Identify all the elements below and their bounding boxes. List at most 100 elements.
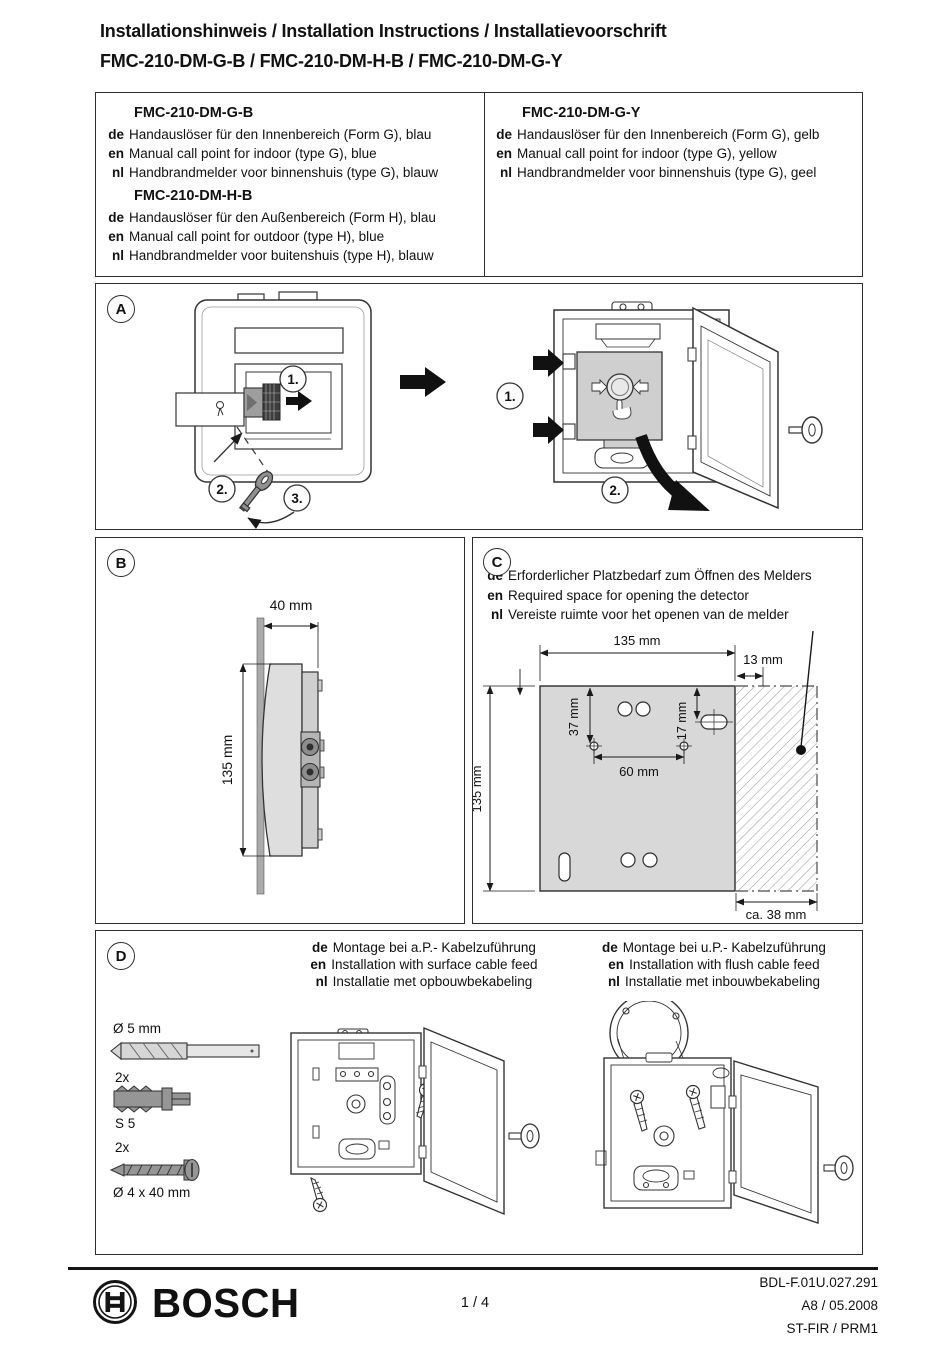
- housing-back-box: [603, 1057, 732, 1209]
- bosch-logo-icon: [93, 1280, 137, 1324]
- required-space-area: [736, 686, 817, 891]
- section-a: A: [95, 283, 863, 530]
- call-point-open-view: 1. 2.: [496, 301, 823, 511]
- cable-entry-hole: [620, 852, 636, 868]
- section-b-label: B: [107, 549, 135, 577]
- side-view: [256, 617, 325, 895]
- latch-tab: [562, 353, 576, 370]
- plug-quantity-label: 2x: [115, 1070, 130, 1085]
- step-circle: [283, 484, 311, 512]
- step-circle: [496, 382, 524, 410]
- drill-bit-icon: [110, 1041, 260, 1061]
- release-key-icon: [238, 471, 274, 513]
- product-description: Manual call point for indoor (type G), y…: [517, 146, 777, 161]
- dim-height: 135 mm: [219, 735, 235, 786]
- plug-type-label: S 5: [115, 1116, 135, 1131]
- leader-dot: [796, 745, 806, 755]
- screw-icon: [109, 1159, 200, 1181]
- language-tag: nl: [500, 165, 512, 180]
- dim-door-swing: ca. 38 mm: [746, 907, 807, 922]
- push-direction-arrow: [286, 391, 312, 411]
- section-d-label: D: [107, 942, 135, 970]
- doc-org: ST-FIR / PRM1: [786, 1321, 878, 1336]
- product-description: Handbrandmelder voor binnenshuis (type G…: [129, 165, 439, 180]
- release-key-icon: [508, 1123, 540, 1149]
- section-b: B: [95, 537, 465, 924]
- hinge: [687, 347, 697, 362]
- footer-divider: [68, 1267, 878, 1270]
- language-tag: en: [108, 146, 124, 161]
- terminal-strip: [335, 1067, 379, 1082]
- step-circle: [208, 475, 236, 503]
- step-label: 2.: [609, 483, 620, 498]
- hinge: [728, 1095, 737, 1109]
- product-description: Manual call point for indoor (type G), b…: [129, 146, 377, 161]
- required-space-border: [736, 685, 818, 892]
- step-label: 2.: [216, 482, 227, 497]
- table-divider: [484, 93, 485, 276]
- key-tab: [175, 392, 245, 427]
- brand-wordmark: BOSCH: [152, 1280, 300, 1326]
- language-tag: nl: [315, 974, 328, 989]
- product-description: Handauslöser für den Innenbereich (Form …: [517, 127, 820, 142]
- hinge: [418, 1145, 427, 1159]
- product-model: FMC-210-DM-G-B: [134, 105, 254, 121]
- product-description: Handauslöser für den Außenbereich (Form …: [129, 210, 436, 225]
- door-panel: [423, 1026, 505, 1216]
- section-c-diagram: 135 mm 13 mm 37 mm 17 mm 60 mm 135 mm ca…: [473, 631, 818, 922]
- connector-plate: [379, 1075, 396, 1125]
- latch: [710, 1085, 726, 1109]
- call-point-front-view: 1. 2. 3.: [175, 291, 372, 529]
- step-label: 3.: [291, 491, 302, 506]
- language-tag: nl: [491, 607, 503, 622]
- latch-press-arrow: [533, 416, 564, 444]
- latch-press-arrow: [533, 349, 564, 377]
- section-c-description: deErforderlicher Platzbedarf zum Öffnen …: [483, 566, 812, 625]
- product-row: en Manual call point for indoor (type G),…: [104, 144, 478, 163]
- dim-depth: 40 mm: [270, 597, 313, 613]
- language-tag: nl: [112, 165, 124, 180]
- slot-hole: [558, 852, 571, 882]
- latch-tab: [562, 423, 576, 440]
- section-c-label: C: [483, 548, 511, 576]
- language-tag: nl: [607, 974, 620, 989]
- language-tag: de: [312, 940, 328, 955]
- product-table: FMC-210-DM-G-B de Handauslöser für den In…: [95, 92, 863, 277]
- step-label: 1.: [504, 389, 515, 404]
- document-info: BDL-F.01U.027.291 A8 / 05.2008 ST-FIR / …: [759, 1271, 878, 1340]
- language-tag: en: [108, 229, 124, 244]
- page-number: 1 / 4: [460, 1295, 490, 1311]
- step-label: 1.: [287, 372, 298, 387]
- insert-key-arrow: [213, 432, 243, 463]
- language-tag: nl: [112, 248, 124, 263]
- step-circle: [279, 365, 307, 393]
- cable-gland: [346, 1094, 366, 1114]
- section-a-diagram: 1. 2. 3.: [175, 291, 823, 529]
- leader-line: [800, 631, 814, 748]
- product-description: Handauslöser für den Innenbereich (Form …: [129, 127, 432, 142]
- housing-back-box: [290, 1032, 422, 1175]
- hinge: [687, 435, 697, 450]
- hinge: [418, 1065, 427, 1079]
- mounting-screw: [310, 1176, 328, 1213]
- language-tag: de: [496, 127, 512, 142]
- bottom-tray: [633, 1165, 679, 1191]
- section-a-label: A: [107, 295, 135, 323]
- doc-number: BDL-F.01U.027.291: [759, 1275, 878, 1290]
- language-tag: de: [602, 940, 618, 955]
- mounting-screw: [629, 1089, 648, 1132]
- product-model: FMC-210-DM-H-B: [134, 188, 253, 204]
